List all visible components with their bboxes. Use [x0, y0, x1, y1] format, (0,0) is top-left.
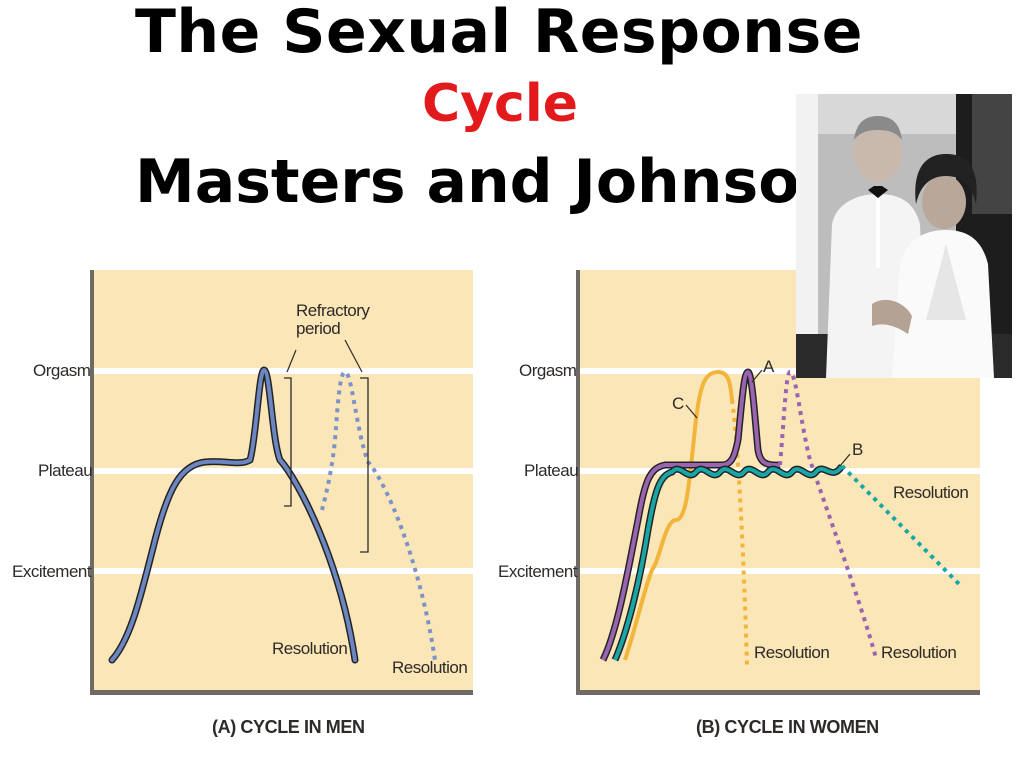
curve-label-b: B	[852, 440, 863, 459]
men-panel-bottom-frame	[90, 690, 473, 695]
women-curve-c	[623, 369, 734, 661]
refractory-pointer-1	[286, 349, 297, 373]
men-level-orgasm: Orgasm	[33, 361, 91, 380]
title-line-1: The Sexual Response	[135, 0, 863, 67]
men-level-plateau: Plateau	[38, 461, 93, 480]
label-a-pointer	[751, 369, 763, 383]
men-solid-curve-outline	[108, 366, 359, 664]
women-curve-b	[613, 464, 844, 661]
title-line-2: Cycle	[422, 74, 578, 134]
title-line-3: Masters and Johnson	[135, 147, 843, 217]
women-curve-c-resolution	[730, 399, 749, 666]
refractory-bracket-1	[284, 377, 292, 507]
masters-johnson-photo	[796, 94, 1012, 378]
women-level-orgasm: Orgasm	[519, 361, 577, 380]
women-resolution-b-label: Resolution	[893, 483, 969, 502]
men-cycle-panel	[90, 270, 473, 695]
men-resolution-dashed-label: Resolution	[392, 658, 468, 677]
men-dashed-curve	[320, 369, 437, 661]
men-caption: (A) CYCLE IN MEN	[212, 717, 365, 737]
men-panel-left-frame	[90, 270, 94, 695]
women-panel-left-frame	[576, 270, 580, 695]
women-resolution-a-label: Resolution	[881, 643, 957, 662]
women-panel-bottom-frame	[576, 690, 980, 695]
refractory-period-label: Refractory period	[296, 301, 370, 338]
men-level-excitement: Excitement	[12, 562, 92, 581]
women-caption: (B) CYCLE IN WOMEN	[696, 717, 879, 737]
orgasm-gridline	[576, 368, 980, 374]
men-solid-curve	[110, 367, 357, 662]
women-level-excitement: Excitement	[498, 562, 578, 581]
excitement-gridline	[576, 568, 980, 574]
women-resolution-c-label: Resolution	[754, 643, 830, 662]
women-curve-a	[601, 369, 781, 661]
women-curve-a-resolution	[778, 369, 878, 659]
refractory-bracket-2	[360, 377, 369, 553]
label-c-pointer	[685, 404, 698, 419]
women-level-plateau: Plateau	[524, 461, 579, 480]
curve-label-a: A	[763, 357, 774, 376]
women-curve-b-resolution	[840, 464, 962, 587]
women-curve-b-outline	[611, 463, 845, 662]
plateau-gridline	[90, 468, 473, 474]
slide-title: The Sexual Response Cycle Masters and Jo…	[0, 0, 1024, 240]
label-b-pointer	[839, 453, 851, 467]
portrait-photo-icon	[796, 94, 1012, 378]
curve-label-c: C	[672, 394, 684, 413]
orgasm-gridline	[90, 368, 473, 374]
refractory-pointer-2	[344, 339, 363, 373]
men-resolution-solid-label: Resolution	[272, 639, 348, 658]
excitement-gridline	[90, 568, 473, 574]
